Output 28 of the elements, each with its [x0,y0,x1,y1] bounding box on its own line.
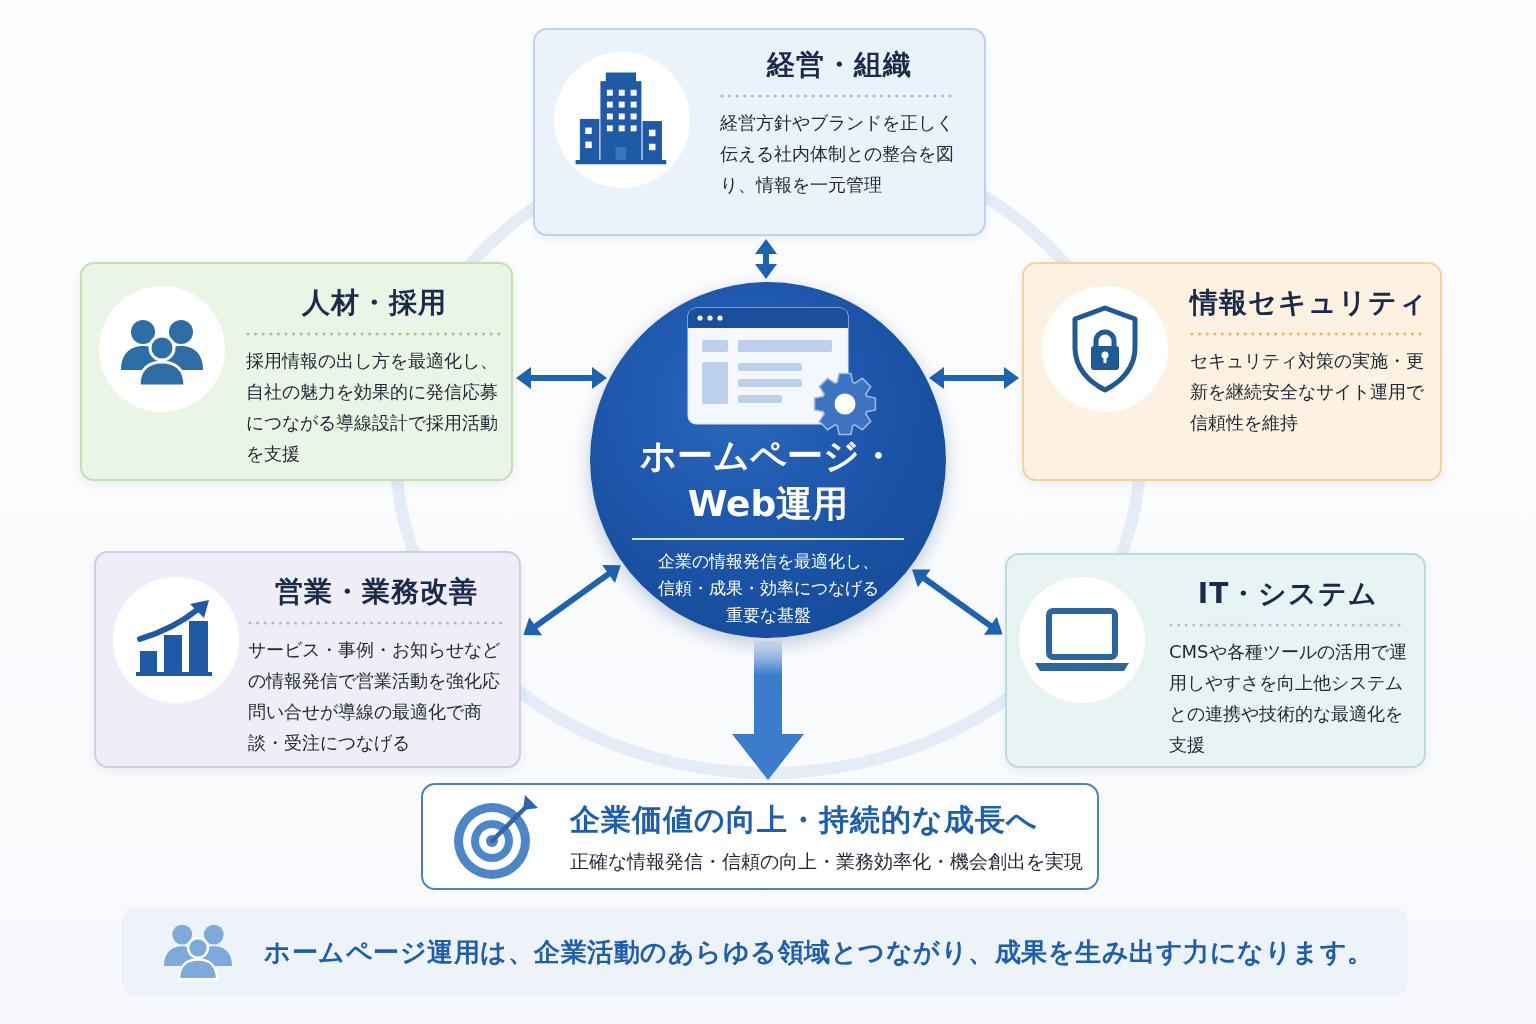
card-text: サービス・事例・お知らせなどの情報発信で営業活動を強化応問い合せが導線の最適化で商談・受注につなげる [248,638,501,755]
goal-box [421,783,1099,890]
message-banner [122,907,1408,997]
topic-card [94,551,521,768]
card-text: セキュリティ対策の実施・更新を継続安全なサイト運用で信頼性を維持 [1190,349,1425,435]
card-text: CMSや各種ツールの活用で運用しやすさを向上他システムとの連携や技術的な最適化を支援 [1169,640,1407,757]
card-text: 経営方針やブランドを正しく伝える社内体制との整合を図り、情報を一元管理 [720,111,955,197]
card-heading: 人材・採用 [301,285,447,321]
topic-card [533,28,986,236]
double-arrow [929,367,1019,389]
double-arrow [523,565,621,636]
banner-text: ホームページ運用は、企業活動のあらゆる領域とつながり、成果を生み出す力になります。 [264,936,1374,969]
card-text: 採用情報の出し方を最適化し、自社の魅力を効果的に発信応募につながる導線設計で採用活動を支援 [246,349,499,466]
hub-text: 企業の情報発信を最適化し、信頼・成果・効率につなげる重要な基盤 [656,550,880,627]
card-heading: 経営・組織 [766,47,912,83]
card-heading: 営業・業務改善 [274,574,478,610]
topic-card [1005,553,1426,768]
card-heading: IT・システム [1197,576,1379,612]
block-arrow [732,641,804,780]
hub-title: ホームページ・Web運用 [639,434,897,526]
card-heading: 情報セキュリティ [1190,285,1428,321]
goal-text: 正確な情報発信・信頼の向上・業務効率化・機会創出を実現 [570,850,1083,874]
topic-card [1022,262,1442,481]
double-arrow [755,239,777,279]
double-arrow [516,367,607,389]
goal-heading: 企業価値の向上・持続的な成長へ [570,801,1038,839]
double-arrow [912,569,1003,635]
topic-card [80,262,513,481]
